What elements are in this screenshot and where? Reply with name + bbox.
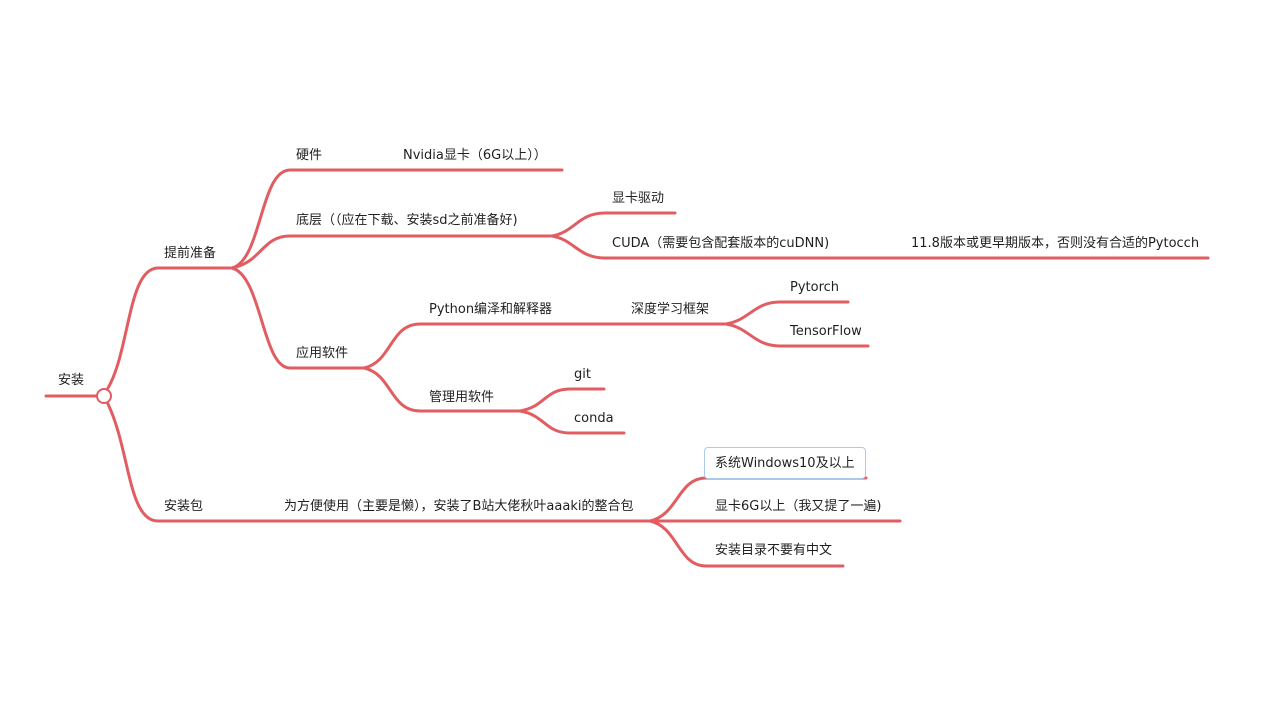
node-hardware[interactable]: 硬件 — [296, 148, 323, 163]
edge-prep-to-hardware — [230, 168, 564, 270]
root-collapse-toggle[interactable] — [96, 388, 112, 404]
node-package-desc[interactable]: 为方便使用（主要是懒），安装了B站大佬秋叶aaaki的整合包 — [284, 499, 634, 514]
edge-apps-to-mgmt — [362, 366, 522, 413]
node-base-layer[interactable]: 底层（（应在下载、安装sd之前准备好) — [296, 213, 518, 228]
node-cuda[interactable]: CUDA（需要包含配套版本的cuDNN) — [612, 236, 830, 251]
edge-base-to-cuda — [550, 234, 1210, 260]
node-root-install[interactable]: 安装 — [58, 373, 85, 388]
node-app-software[interactable]: 应用软件 — [296, 346, 349, 361]
node-gpu-requirement[interactable]: 显卡6G以上（我又提了一遍) — [715, 499, 882, 514]
selected-node-box — [704, 447, 866, 479]
edge-root-to-prep — [106, 266, 234, 390]
edge-mgmt-to-conda — [518, 409, 626, 435]
node-git[interactable]: git — [574, 367, 591, 382]
node-cuda-version-note[interactable]: 11.8版本或更早期版本，否则没有合适的Pytocch — [911, 236, 1200, 251]
node-pytorch[interactable]: Pytorch — [790, 280, 840, 295]
node-dl-framework[interactable]: 深度学习框架 — [631, 302, 710, 317]
edge-base-to-driver — [550, 211, 677, 238]
node-prep[interactable]: 提前准备 — [164, 246, 217, 261]
node-gpu-driver[interactable]: 显卡驱动 — [612, 191, 665, 206]
node-nvidia-gpu[interactable]: Nvidia显卡（6G以上）） — [403, 148, 547, 163]
node-conda[interactable]: conda — [574, 411, 614, 426]
edge-prep-to-apps — [230, 266, 366, 370]
node-dir-requirement[interactable]: 安装目录不要有中文 — [715, 543, 833, 558]
node-python[interactable]: Python编泽和解释器 — [429, 302, 553, 317]
edge-framework-to-tensorflow — [724, 322, 870, 348]
node-mgmt-software[interactable]: 管理用软件 — [429, 390, 495, 405]
edge-root-to-package — [106, 402, 652, 523]
edge-framework-to-pytorch — [724, 300, 850, 326]
node-os-requirement[interactable]: 系统Windows10及以上 — [715, 456, 855, 471]
node-tensorflow[interactable]: TensorFlow — [790, 324, 862, 339]
edge-package-to-dir — [648, 519, 845, 568]
edge-mgmt-to-git — [518, 387, 606, 413]
node-install-package[interactable]: 安装包 — [164, 499, 204, 514]
edge-apps-to-python — [362, 322, 728, 370]
edge-prep-to-base — [230, 234, 554, 270]
